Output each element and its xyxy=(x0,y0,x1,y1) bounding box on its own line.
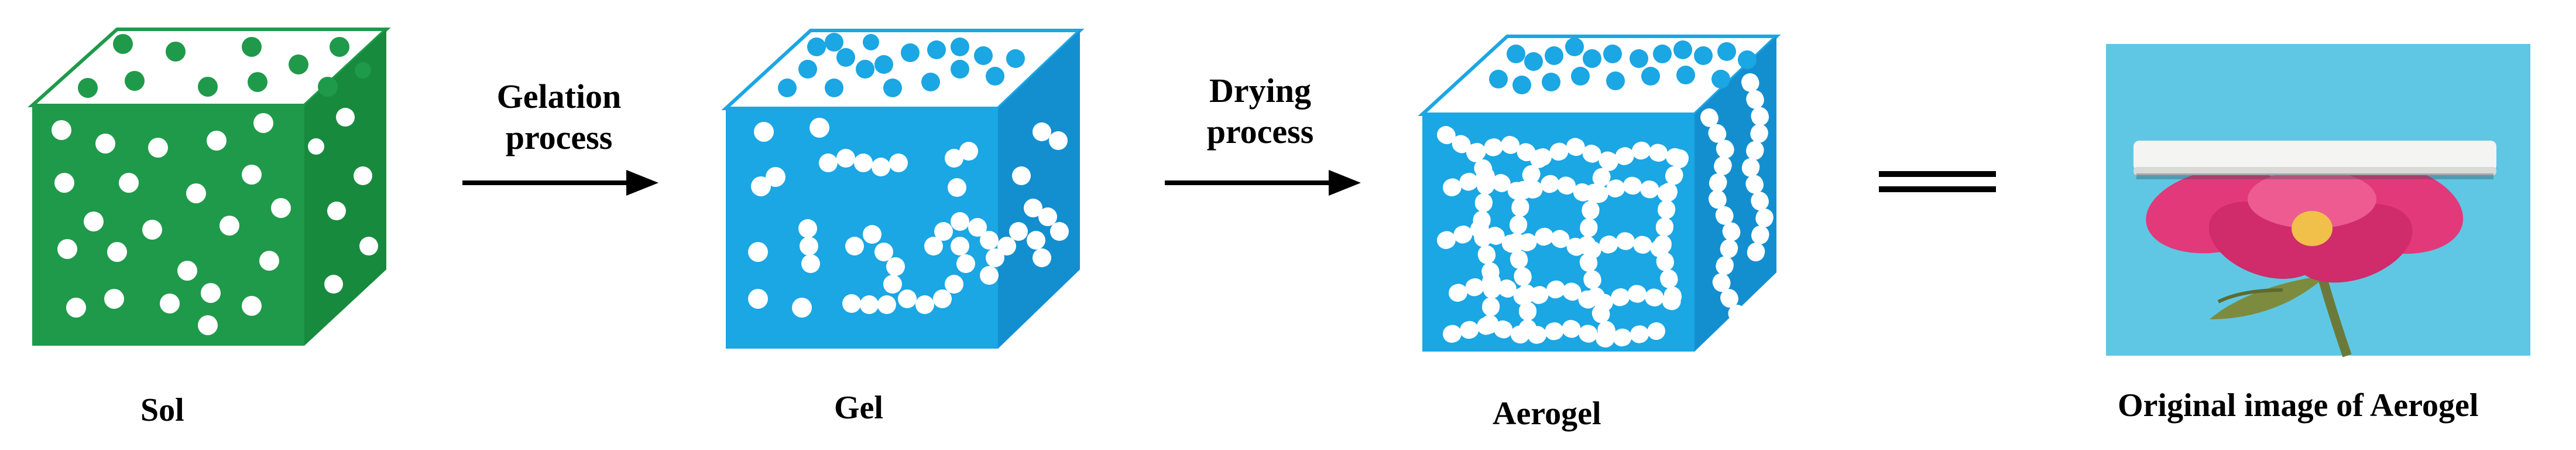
equals-icon xyxy=(1879,171,1996,192)
flower-icon xyxy=(2146,162,2464,283)
drying-label-line1: Drying xyxy=(1209,71,1311,110)
sol-particles xyxy=(52,108,378,335)
aerogel-caption: Aerogel xyxy=(1493,396,1601,432)
aerogel-photo-caption: Original image of Aerogel xyxy=(2118,387,2479,424)
gelation-process-label: Gelation process xyxy=(486,76,632,158)
aerogel-flower-photo xyxy=(2106,44,2530,357)
drying-process-label: Drying process xyxy=(1187,70,1333,152)
aerogel-block-icon xyxy=(2133,141,2496,179)
arrow-right-icon xyxy=(462,170,658,196)
gelation-label-line1: Gelation xyxy=(496,77,622,115)
sol-cube xyxy=(28,28,391,346)
gel-top-particles xyxy=(778,33,1025,97)
gel-particles xyxy=(748,118,1069,318)
aerogel-top-particles xyxy=(1489,38,1757,94)
aerogel-network xyxy=(1437,73,1774,349)
sol-top-particles xyxy=(78,34,371,98)
gelation-label-line2: process xyxy=(505,118,613,156)
gel-caption: Gel xyxy=(834,390,883,426)
arrow-right-icon xyxy=(1165,170,1361,196)
gel-cube xyxy=(721,29,1085,349)
drying-label-line2: process xyxy=(1206,112,1314,151)
sol-caption: Sol xyxy=(140,392,184,428)
aerogel-cube xyxy=(1418,35,1781,352)
